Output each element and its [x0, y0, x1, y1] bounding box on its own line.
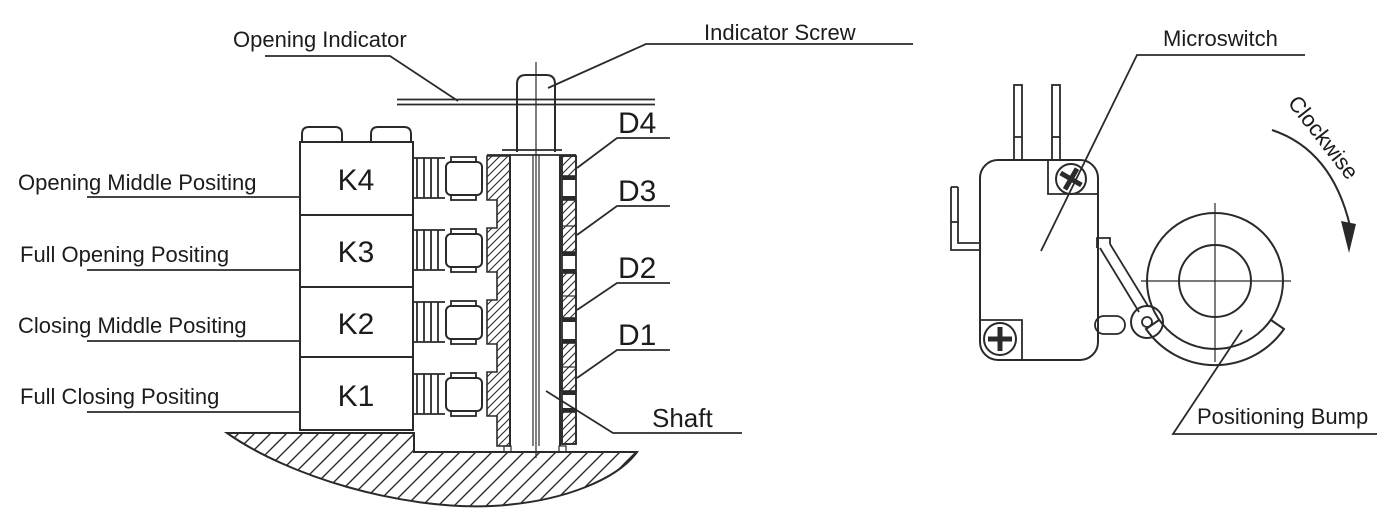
clockwise-rotation: Clockwise: [1271, 91, 1364, 253]
position-label-full-opening: Full Opening Positing: [20, 242, 300, 271]
d4-label: D4: [618, 107, 656, 140]
lever-roller-hub: [1141, 316, 1153, 328]
lever-roller: [1130, 305, 1164, 339]
plunger-capsule: [1094, 315, 1126, 335]
microswitch-leader-line: [1040, 54, 1305, 252]
positioning-bump: [1144, 319, 1286, 367]
indicator-screw: [516, 74, 556, 152]
indicator-screw-leader-line: [547, 43, 913, 89]
plunger-roller-k2: [412, 300, 483, 345]
terminal-pin-left: [950, 186, 980, 251]
callout-d4: D4: [576, 107, 670, 169]
cam-disc: [1141, 203, 1291, 367]
terminal-pin-top-left: [1013, 84, 1023, 161]
full-closing-positing-label: Full Closing Positing: [20, 384, 219, 409]
shaft: [503, 155, 567, 453]
opening-indicator-plate: [397, 98, 655, 106]
opening-middle-positing-label: Opening Middle Positing: [18, 170, 256, 195]
switch-k3-label: K3: [338, 236, 375, 269]
callout-shaft: Shaft: [545, 390, 742, 434]
d3-label: D3: [618, 175, 656, 208]
closing-middle-positing-label: Closing Middle Positing: [18, 313, 247, 338]
indicator-screw-label: Indicator Screw: [704, 20, 856, 45]
plunger-roller-k3: [412, 228, 483, 273]
microswitch-figure: Microswitch: [950, 26, 1377, 435]
cam-ring-bottom: [561, 411, 577, 445]
d3-leader-line: [576, 205, 670, 236]
plunger-roller-k1: [412, 372, 483, 417]
plunger-roller-k4: [412, 156, 483, 201]
position-label-opening-middle: Opening Middle Positing: [18, 170, 300, 198]
position-label-closing-middle: Closing Middle Positing: [18, 313, 300, 342]
switch-k2-label: K2: [338, 308, 375, 341]
d1-label: D1: [618, 319, 656, 352]
mounting-base: [223, 432, 639, 508]
microswitch-body: [979, 159, 1099, 361]
d4-leader-line: [576, 137, 670, 169]
switch-k1-label: K1: [338, 380, 375, 413]
callout-d1: D1: [576, 319, 670, 379]
cam-ring-d4: [561, 155, 577, 177]
switch-stack-figure: Opening Indicator Indicator Screw: [18, 20, 913, 508]
callout-positioning-bump: Positioning Bump: [1171, 329, 1377, 435]
opening-indicator-leader-line: [265, 55, 459, 102]
positioning-bump-leader-line: [1171, 329, 1377, 435]
lever-arm: [1094, 237, 1164, 339]
full-opening-positing-label: Full Opening Positing: [20, 242, 229, 267]
rotation-arrow-arc: [1271, 129, 1351, 227]
clockwise-label: Clockwise: [1283, 91, 1364, 184]
callout-d3: D3: [576, 175, 670, 236]
phillips-screw-bottom-icon: [980, 319, 1023, 359]
shaft-label: Shaft: [652, 403, 713, 433]
callout-d2: D2: [576, 252, 670, 311]
phillips-screw-top-icon: [1047, 161, 1098, 195]
shaft-top-flange: [487, 149, 576, 156]
switch-block-top-bump-right: [370, 126, 412, 142]
d2-label: D2: [618, 252, 656, 285]
cam-ring-column: [561, 155, 577, 445]
positioning-bump-label: Positioning Bump: [1197, 404, 1368, 429]
shaft-leader-line: [545, 390, 742, 434]
position-label-full-closing: Full Closing Positing: [20, 384, 300, 413]
switch-k4-label: K4: [338, 164, 375, 197]
opening-indicator-label: Opening Indicator: [233, 27, 407, 52]
rotation-arrowhead-icon: [1341, 221, 1356, 253]
cam-column-left: [486, 155, 511, 447]
switch-block: K4 K3 K2 K1: [299, 126, 414, 431]
microswitch-label: Microswitch: [1163, 26, 1278, 51]
d1-leader-line: [576, 349, 670, 379]
d2-leader-line: [576, 282, 670, 311]
terminal-pin-top-right: [1051, 84, 1061, 161]
switch-block-top-bump-left: [301, 126, 343, 142]
